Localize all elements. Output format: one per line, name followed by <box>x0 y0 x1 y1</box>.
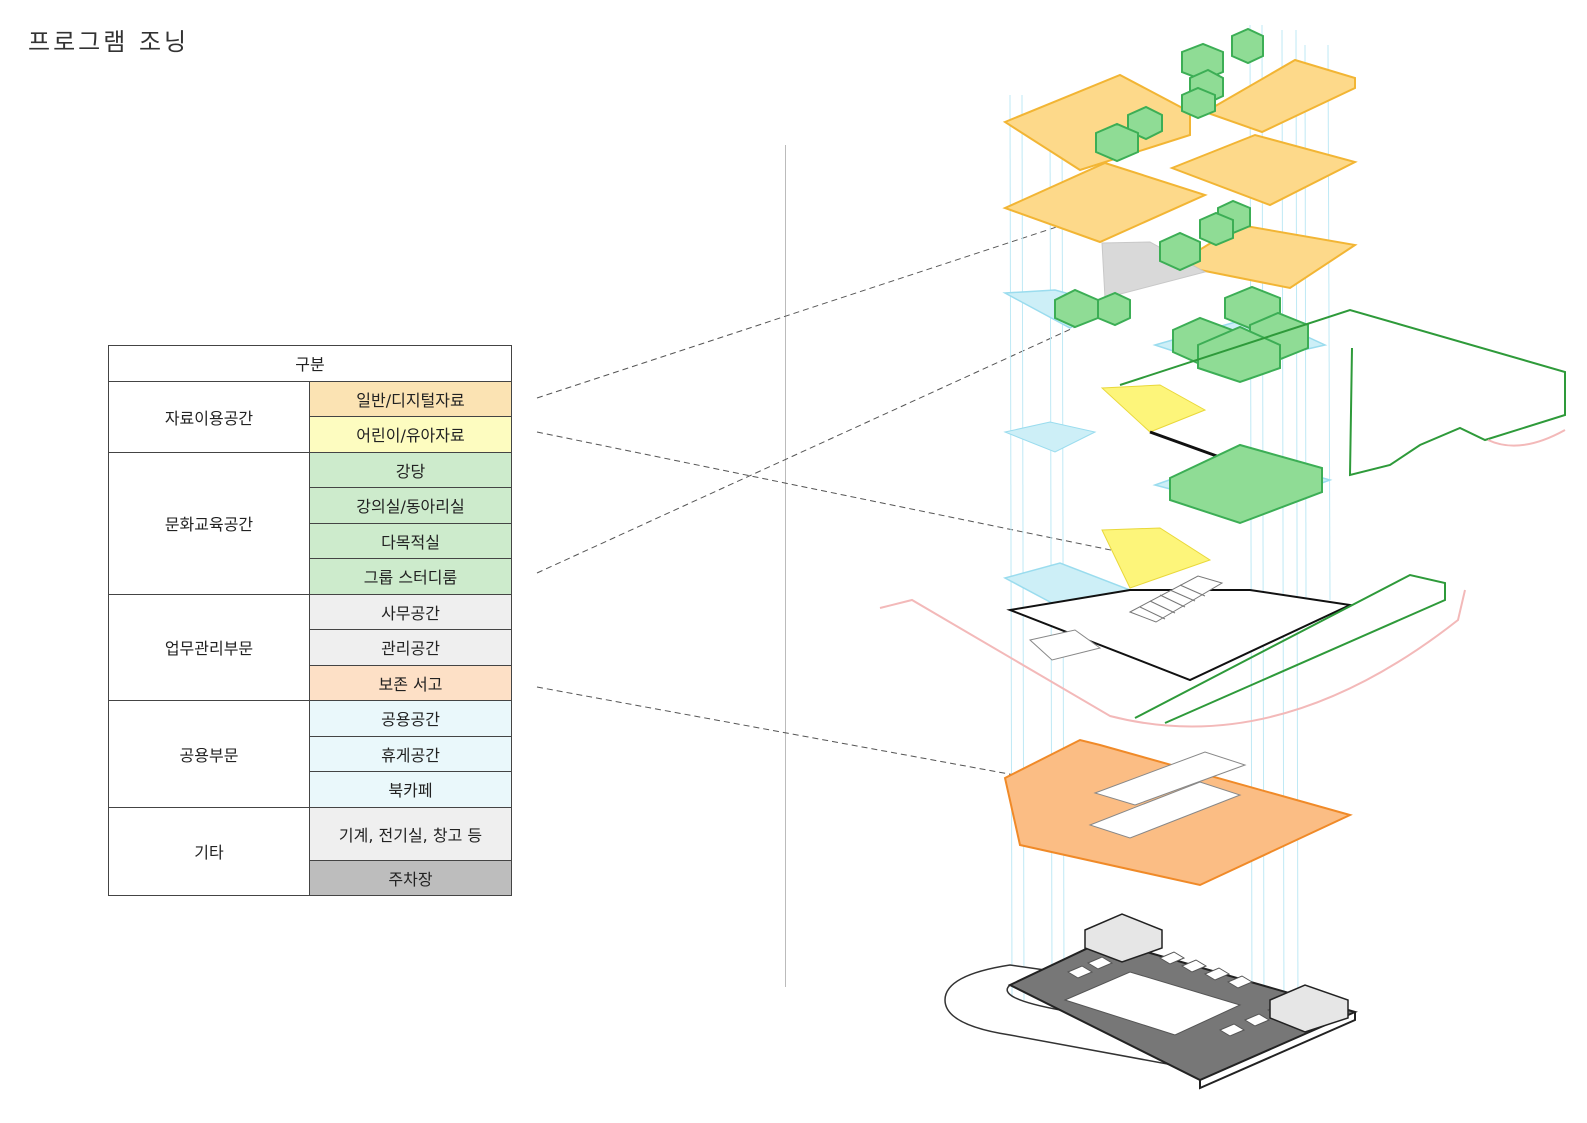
group-culture-education: 문화교육공간 <box>108 451 310 595</box>
leader-lines <box>536 187 1176 801</box>
landscape-boundary-upper <box>1119 308 1566 477</box>
culture-boxes-top <box>1054 27 1264 329</box>
ground-floor-plan <box>1006 589 1354 682</box>
top-floor-library-right <box>1202 58 1356 134</box>
auditorium-box <box>1169 443 1323 525</box>
zoning-legend-table: 구분 자료이용공간 일반/디지털자료 어린이/유아자료 문화교육공간 강당 강의… <box>107 345 513 896</box>
group-library: 자료이용공간 <box>108 380 310 453</box>
group-administration: 업무관리부문 <box>108 593 310 701</box>
leader-line-archive <box>536 686 1151 801</box>
ramp-boundary-upper <box>1487 429 1566 447</box>
item-mechanical-electrical: 기계, 전기실, 창고 등 <box>308 806 513 861</box>
item-parking: 주차장 <box>308 859 513 896</box>
office-floor <box>1101 241 1207 299</box>
stairs-ground <box>1128 575 1224 623</box>
item-archive-stacks: 보존 서고 <box>308 664 513 701</box>
kids-floor-ground <box>1101 527 1212 589</box>
leader-line-library <box>536 187 1176 399</box>
item-children: 어린이/유아자료 <box>308 416 513 453</box>
divider-line <box>785 145 786 987</box>
archive-ramps <box>1088 751 1247 839</box>
basement-box-left <box>1084 913 1163 963</box>
item-general-digital: 일반/디지털자료 <box>308 380 513 417</box>
upper-floor-library-left <box>1002 161 1208 244</box>
item-multipurpose-room: 다목적실 <box>308 522 513 559</box>
group-common: 공용부문 <box>108 700 310 808</box>
item-lounge: 휴게공간 <box>308 735 513 772</box>
leader-line-study-room <box>536 317 1096 574</box>
item-group-study-room: 그룹 스터디룸 <box>308 558 513 595</box>
ground-floor-room <box>1028 629 1102 661</box>
item-management: 관리공간 <box>308 629 513 666</box>
kids-floor-upper <box>1100 384 1207 433</box>
item-lecture-club-room: 강의실/동아리실 <box>308 487 513 524</box>
page-title: 프로그램 조닝 <box>28 28 190 56</box>
item-auditorium: 강당 <box>308 451 513 488</box>
landscape-boundary-ground <box>1134 573 1446 724</box>
item-office: 사무공간 <box>308 593 513 630</box>
group-etc: 기타 <box>108 806 310 896</box>
top-floor-library-left <box>1002 73 1191 172</box>
upper-floor-library-right <box>1169 133 1358 207</box>
item-book-cafe: 북카페 <box>308 771 513 808</box>
leader-line-children <box>536 431 1136 556</box>
common-floor-upper-left <box>1003 421 1097 453</box>
basement-court <box>1063 971 1242 1036</box>
item-common-space: 공용공간 <box>308 700 513 737</box>
culture-boxes-cluster <box>1172 285 1309 384</box>
legend-header: 구분 <box>107 345 513 382</box>
basement-slab-edge <box>1199 1012 1356 1090</box>
basement-box-right <box>1269 984 1349 1033</box>
ramp-boundary-ground <box>879 589 1466 728</box>
